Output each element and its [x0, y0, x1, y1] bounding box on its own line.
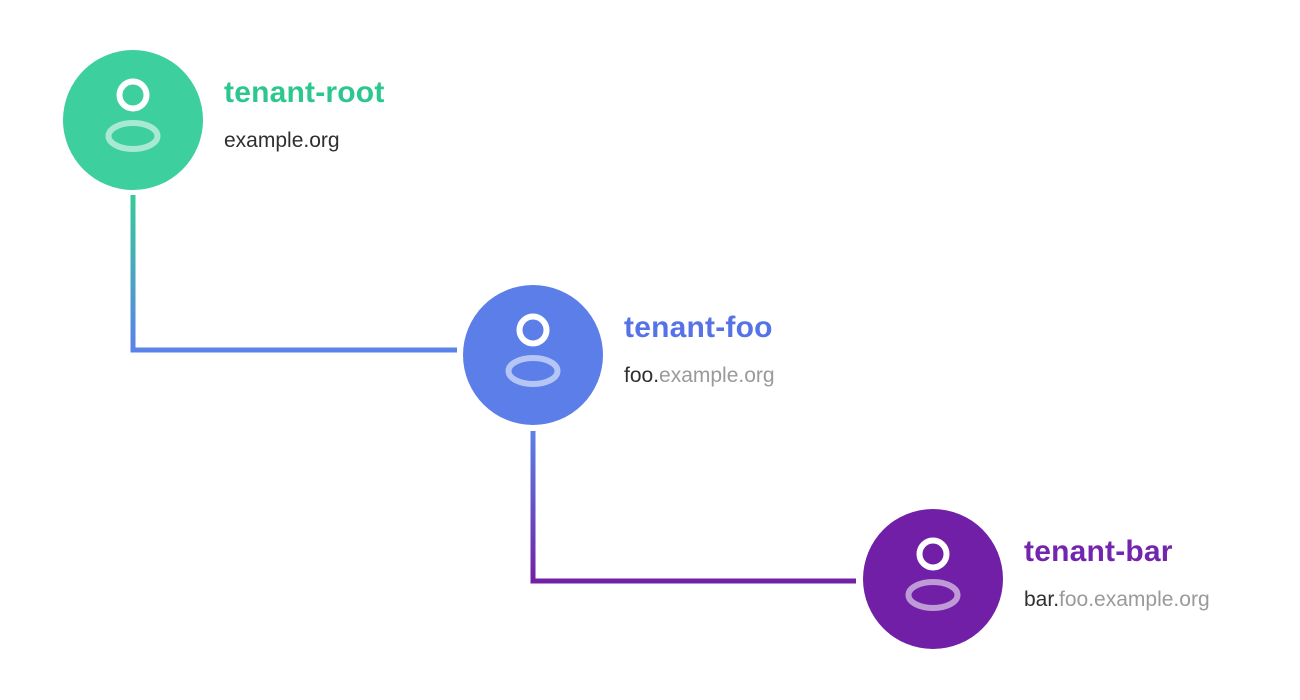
- tenant-name: tenant-foo: [624, 311, 773, 344]
- avatar-body: [505, 355, 561, 387]
- tenant-domain-own: foo.: [624, 364, 660, 387]
- avatar-head: [916, 537, 950, 571]
- connector-foo-to-bar: [530, 431, 856, 584]
- tenant-domain-own: bar.: [1024, 588, 1060, 611]
- node-tenant-foo: tenant-foo foo.example.org: [463, 285, 1063, 435]
- node-tenant-bar: tenant-bar bar.foo.example.org: [863, 509, 1300, 659]
- connector-root-to-foo: [130, 195, 457, 353]
- node-labels: tenant-root example.org: [224, 76, 385, 153]
- avatar-head: [516, 313, 550, 347]
- tenant-domain: example.org: [224, 129, 385, 153]
- avatar-body: [105, 120, 161, 152]
- tenant-name: tenant-root: [224, 76, 385, 109]
- node-labels: tenant-bar bar.foo.example.org: [1024, 535, 1210, 612]
- avatar-body: [905, 579, 961, 611]
- tenant-domain: bar.foo.example.org: [1024, 588, 1210, 612]
- node-labels: tenant-foo foo.example.org: [624, 311, 775, 388]
- user-icon: [863, 509, 1003, 649]
- avatar-head: [116, 78, 150, 112]
- tenant-domain-parent: foo.example.org: [1059, 588, 1210, 611]
- tenant-domain: foo.example.org: [624, 364, 775, 388]
- tenant-domain-own: example.org: [224, 129, 340, 152]
- node-tenant-root: tenant-root example.org: [63, 50, 663, 200]
- tenant-name: tenant-bar: [1024, 535, 1173, 568]
- user-icon: [63, 50, 203, 190]
- tenant-domain-parent: example.org: [659, 364, 775, 387]
- user-icon: [463, 285, 603, 425]
